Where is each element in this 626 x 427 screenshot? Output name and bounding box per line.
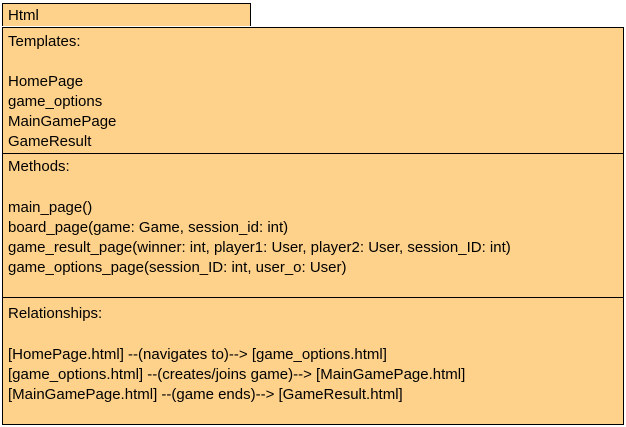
methods-heading: Methods: — [8, 158, 70, 175]
method-item: game_options_page(session_ID: int, user_… — [8, 259, 347, 276]
template-item: game_options — [8, 93, 103, 110]
package-body: Templates: HomePage game_options MainGam… — [2, 27, 624, 425]
relationship-item: [HomePage.html] --(navigates to)--> [gam… — [8, 346, 387, 363]
relationships-heading: Relationships: — [8, 305, 103, 322]
method-item: main_page() — [8, 199, 93, 216]
package-title: Html — [8, 7, 39, 24]
templates-heading: Templates: — [8, 33, 81, 50]
template-item: GameResult — [8, 133, 92, 150]
package-tab: Html — [2, 3, 251, 26]
method-item: game_result_page(winner: int, player1: U… — [8, 239, 511, 256]
template-item: MainGamePage — [8, 113, 117, 130]
methods-section: Methods: main_page() board_page(game: Ga… — [3, 154, 623, 298]
template-item: HomePage — [8, 73, 84, 90]
templates-section: Templates: HomePage game_options MainGam… — [3, 28, 623, 154]
method-item: board_page(game: Game, session_id: int) — [8, 219, 289, 236]
relationship-item: [game_options.html] --(creates/joins gam… — [8, 366, 466, 383]
relationship-item: [MainGamePage.html] --(game ends)--> [Ga… — [8, 386, 403, 403]
relationships-section: Relationships: [HomePage.html] --(naviga… — [3, 298, 623, 424]
